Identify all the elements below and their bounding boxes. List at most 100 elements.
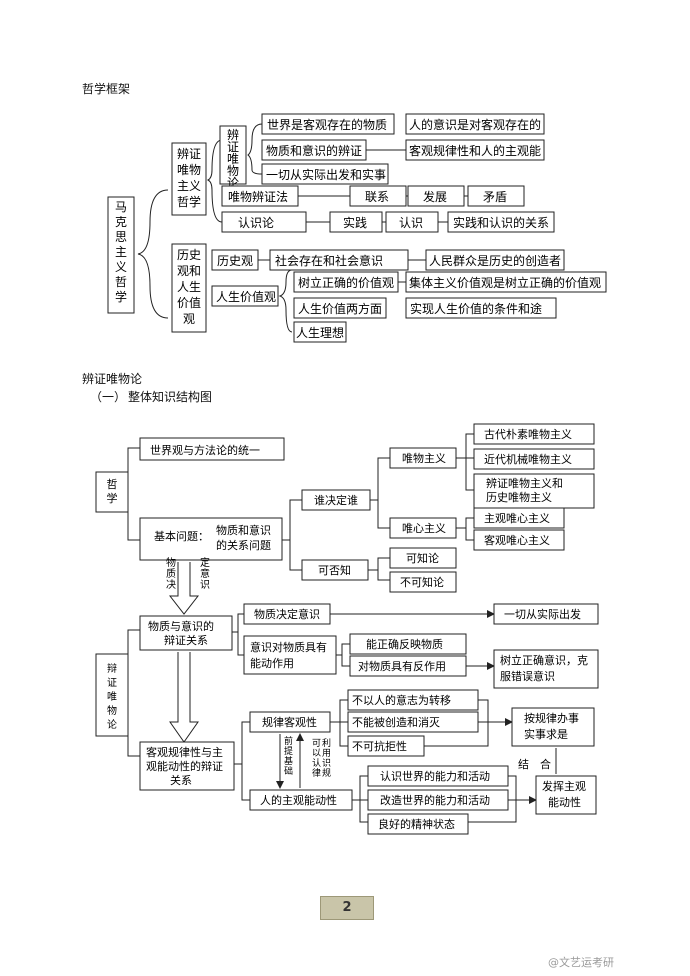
svg-text:物质决: 物质决 [166, 556, 176, 591]
box-bukezhi [389, 571, 457, 593]
page-number: 2 [320, 896, 374, 920]
svg-text:主观唯心主义: 主观唯心主义 [484, 512, 550, 525]
box-lixiang [293, 321, 347, 343]
svg-text:发展: 发展 [423, 189, 447, 204]
box-tongyi [139, 437, 285, 461]
svg-text:实践: 实践 [343, 215, 367, 230]
box-bianzheng-lishi [473, 473, 595, 509]
svg-text:可知论: 可知论 [406, 551, 439, 565]
box-jiazhiguan [211, 285, 279, 307]
svg-text:物质决定意识: 物质决定意识 [254, 607, 320, 621]
svg-text:不能被创造和消灭: 不能被创造和消灭 [352, 715, 440, 729]
svg-text:马克思主义哲学: 马克思主义哲学 [115, 200, 127, 304]
watermark: @文艺运考研 [548, 956, 614, 969]
svg-text:对物质具有反作用: 对物质具有反作用 [358, 659, 446, 673]
svg-text:物质和意识的关系问题: 物质和意识的关系问题 [216, 523, 271, 552]
svg-text:矛盾: 矛盾 [483, 190, 507, 204]
svg-text:人的主观能动性: 人的主观能动性 [260, 793, 337, 807]
box-jiti [405, 271, 607, 293]
svg-text:改造世界的能力和活动: 改造世界的能力和活动 [380, 793, 490, 807]
box-shixian [405, 297, 557, 319]
svg-text:规律客观性: 规律客观性 [262, 715, 317, 729]
svg-text:可否知: 可否知 [318, 563, 351, 577]
svg-text:人民群众是历史的创造者: 人民群众是历史的创造者 [429, 253, 561, 268]
svg-text:哲学: 哲学 [107, 478, 118, 505]
svg-text:辨证唯物论: 辨证唯物论 [227, 128, 239, 190]
box-shijie [261, 113, 395, 135]
svg-text:良好的精神状态: 良好的精神状态 [378, 817, 455, 831]
svg-text:不可抗拒性: 不可抗拒性 [352, 739, 407, 753]
svg-text:谁决定谁: 谁决定谁 [314, 493, 358, 507]
section-heading: 辨证唯物论 [82, 372, 143, 386]
svg-text:客观规律性和人的主观能: 客观规律性和人的主观能 [409, 143, 541, 158]
brace-wuwu [247, 123, 263, 175]
box-liangfangmian [293, 297, 387, 319]
framework-heading: 哲学框架 [82, 82, 131, 96]
box-nzq [349, 633, 467, 655]
svg-text:近代机械唯物主义: 近代机械唯物主义 [484, 452, 572, 466]
box-jindai [473, 448, 595, 470]
hollow-arrow-1 [168, 562, 200, 615]
svg-text:结 合: 结 合 [518, 757, 551, 771]
box-yqsj [493, 603, 599, 625]
box-kezhi [389, 547, 457, 569]
svg-text:实践和认识的关系: 实践和认识的关系 [453, 215, 549, 230]
svg-text:树立正确的价值观: 树立正确的价值观 [298, 275, 394, 290]
svg-text:前提基础: 前提基础 [284, 735, 293, 777]
brace-dm [206, 139, 223, 223]
svg-text:树立正确意识，克服错误意识: 树立正确意识，克服错误意识 [500, 653, 588, 683]
svg-text:联系: 联系 [365, 190, 389, 204]
box-fahui [535, 775, 597, 815]
svg-text:实现人生价值的条件和途: 实现人生价值的条件和途 [410, 301, 542, 316]
box-shuli-yishi [493, 649, 599, 689]
svg-text:辨证唯物主义哲学: 辨证唯物主义哲学 [177, 147, 201, 209]
box-wuzhi-yishi [139, 615, 233, 651]
svg-text:世界观与方法论的统一: 世界观与方法论的统一 [150, 443, 260, 457]
svg-text:社会存在和社会意识: 社会存在和社会意识 [275, 253, 383, 268]
svg-text:按规律办事实事求是: 按规律办事实事求是 [524, 711, 579, 741]
brace-jiazhi [278, 269, 293, 333]
svg-text:人生价值两方面: 人生价值两方面 [298, 301, 382, 316]
brace-root [137, 189, 169, 319]
svg-text:一切从实际出发: 一切从实际出发 [504, 607, 581, 621]
box-gudai [473, 423, 595, 445]
box-dialectical-materialism [171, 142, 207, 216]
svg-text:人的意识是对客观存在的: 人的意识是对客观存在的 [409, 117, 541, 132]
svg-text:古代朴素唯物主义: 古代朴素唯物主义 [484, 427, 572, 441]
svg-text:客观规律性与主观能动性的辩证关系: 客观规律性与主观能动性的辩证关系 [146, 745, 223, 787]
subsection-title: 整体知识结构图 [128, 390, 213, 404]
box-root [107, 196, 135, 314]
svg-text:可以认律: 可以认律 [312, 738, 321, 779]
box-dialectical-materialism-b [95, 653, 129, 737]
subsection-number: （一） [90, 390, 127, 404]
svg-text:物质与意识的辩证关系: 物质与意识的辩证关系 [148, 619, 214, 647]
svg-text:认识: 认识 [399, 216, 423, 230]
svg-text:认识论: 认识论 [238, 216, 274, 230]
box-jingshen [367, 813, 469, 835]
svg-text:客观唯心主义: 客观唯心主义 [484, 533, 550, 547]
svg-text:定意识: 定意识 [200, 556, 210, 591]
box-dialectical-materialism-theory [219, 125, 247, 185]
box-kgzd [139, 741, 235, 791]
box-keguanwx [473, 529, 565, 551]
svg-text:能正确反映物质: 能正确反映物质 [366, 637, 443, 651]
svg-text:基本问题：: 基本问题： [154, 529, 209, 543]
svg-text:物质和意识的辨证: 物质和意识的辨证 [266, 143, 362, 158]
hollow-arrow-2 [169, 652, 199, 743]
svg-text:利用识规: 利用识规 [322, 737, 331, 779]
svg-text:辨证唯物主义和历史唯物主义: 辨证唯物主义和历史唯物主义 [486, 476, 563, 504]
box-nengdong [243, 635, 337, 675]
svg-text:认识世界的能力和活动: 认识世界的能力和活动 [380, 769, 490, 783]
svg-text:唯物辨证法: 唯物辨证法 [228, 190, 288, 204]
box-sjrs [447, 211, 555, 233]
svg-text:人生理想: 人生理想 [296, 325, 344, 340]
svg-text:历史观和人生价值观: 历史观和人生价值观 [177, 248, 201, 326]
svg-text:辩证唯物论: 辩证唯物论 [107, 662, 117, 731]
svg-text:历史观: 历史观 [217, 254, 253, 268]
box-yiqie [261, 163, 389, 185]
svg-text:意识对物质具有能动作用: 意识对物质具有能动作用 [250, 640, 327, 670]
svg-text:唯物主义: 唯物主义 [402, 451, 446, 465]
box-zhuguan [473, 507, 565, 529]
svg-text:一切从实际出发和实事: 一切从实际出发和实事 [266, 167, 386, 182]
svg-text:不以人的意志为转移: 不以人的意志为转移 [352, 693, 451, 707]
